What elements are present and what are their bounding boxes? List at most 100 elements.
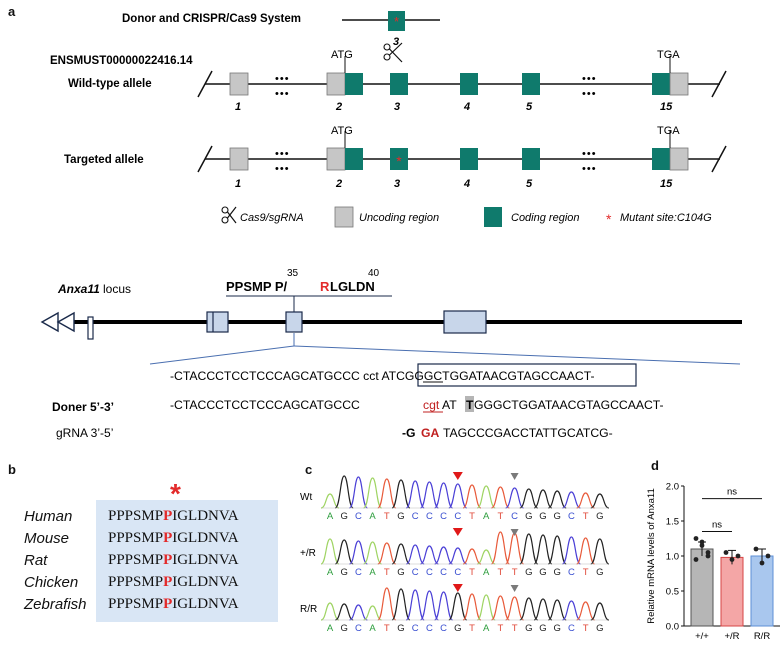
base-call: T (469, 567, 475, 578)
base-call: G (341, 567, 348, 578)
trace-peak (462, 484, 482, 509)
tg-ellipsis-1: ••• (275, 148, 290, 160)
trace-peak (363, 541, 382, 565)
trace-peak (391, 479, 411, 509)
data-point (693, 536, 699, 541)
wt-stop-codon: TGA (657, 49, 680, 61)
locus-suffix: locus (103, 282, 131, 296)
wt-exon-5: 5 (526, 101, 533, 113)
data-point (735, 553, 741, 559)
base-call: T (583, 623, 589, 634)
panel-c-letter: c (305, 462, 313, 477)
base-call: C (426, 623, 433, 634)
trace-peak (334, 603, 354, 621)
trace-peak (348, 476, 368, 509)
trace-label: Wt (300, 492, 312, 503)
data-point (729, 557, 735, 562)
trace-peak (505, 487, 524, 509)
base-call: C (440, 567, 447, 578)
alignment-box (96, 500, 278, 622)
wt-exon-15: 15 (660, 101, 673, 113)
base-call: T (469, 623, 475, 634)
base-call: C (426, 511, 433, 522)
svg-text:TAGCCCGACCTATTGCATCG-: TAGCCCGACCTATTGCATCG- (443, 426, 613, 440)
y-tick-label: 1.5 (666, 517, 679, 528)
trace-peak (519, 597, 539, 621)
scissors-icon (383, 42, 403, 63)
base-call: C (412, 623, 419, 634)
trace-peak (562, 600, 581, 621)
silent-marker (510, 585, 519, 592)
trace-peak (533, 489, 553, 509)
base-call: T (384, 567, 390, 578)
wt-ellipsis-3: ••• (582, 73, 597, 85)
trace-peak (576, 601, 595, 621)
svg-text:AT: AT (442, 398, 457, 412)
species-name: Rat (24, 552, 48, 569)
base-call: A (327, 567, 334, 578)
trace-peak (491, 595, 510, 621)
legend-uncoding: Uncoding region (359, 212, 439, 224)
legend-cas9-icon (221, 206, 237, 224)
panel-b-letter: b (8, 462, 16, 477)
base-call: C (568, 567, 575, 578)
base-call: C (426, 567, 433, 578)
targeted-allele-label: Targeted allele (64, 154, 144, 166)
trace-peak (420, 590, 439, 621)
y-tick-label: 1.0 (666, 552, 679, 563)
trace-peak (363, 477, 383, 509)
base-call: T (384, 623, 390, 634)
trace-peak (576, 537, 595, 565)
trace-peak (320, 493, 340, 509)
legend-uncoding-swatch (334, 206, 354, 228)
trace-peak (405, 544, 425, 565)
trace-peak (405, 589, 425, 621)
base-call: T (583, 511, 589, 522)
tg-stop-codon: TGA (657, 125, 680, 137)
base-call: C (511, 511, 518, 522)
svg-text:PPSMP P/: PPSMP P/ (226, 279, 288, 294)
svg-text:*: * (394, 14, 399, 29)
base-call: T (497, 511, 503, 522)
doner-label: Doner 5’-3’ (52, 400, 114, 414)
base-call: A (369, 567, 376, 578)
species-name: Chicken (24, 574, 79, 591)
tg-exon-5: 5 (526, 178, 533, 190)
data-point (765, 553, 771, 559)
y-tick-label: 0.0 (666, 622, 679, 633)
base-call: C (568, 511, 575, 522)
trace-peak (420, 545, 439, 565)
base-call: A (483, 623, 490, 634)
base-call: C (355, 511, 362, 522)
trace-peak (562, 491, 581, 509)
base-call: A (483, 511, 490, 522)
base-call: A (327, 623, 334, 634)
tg-start-codon: ATG (331, 125, 353, 137)
trace-peak (477, 549, 496, 565)
trace-peak (533, 598, 553, 621)
y-tick-label: 2.0 (666, 482, 679, 493)
x-tick-label: R/R (754, 631, 771, 642)
base-call: C (355, 567, 362, 578)
base-call: G (525, 623, 532, 634)
trace-peak (377, 542, 397, 565)
targeted-allele-track: * (197, 131, 727, 173)
mutation-marker (452, 472, 463, 480)
legend-coding: Coding region (511, 212, 580, 224)
base-call: C (440, 511, 447, 522)
base-call: C (454, 511, 461, 522)
base-call: C (440, 623, 447, 634)
transcript-id: ENSMUST00000022416.14 (50, 55, 193, 67)
base-call: T (497, 567, 503, 578)
base-call: G (397, 511, 404, 522)
peptide-seq: PPSMP P/ R LGLDN (226, 279, 375, 294)
tg-exon-3: 3 (394, 178, 400, 190)
trace-peak (547, 599, 567, 621)
species-name: Human (24, 508, 73, 525)
trace-peak (505, 596, 524, 621)
panel-d-letter: d (651, 458, 659, 473)
trace-peak (576, 492, 595, 509)
data-point (705, 553, 711, 559)
